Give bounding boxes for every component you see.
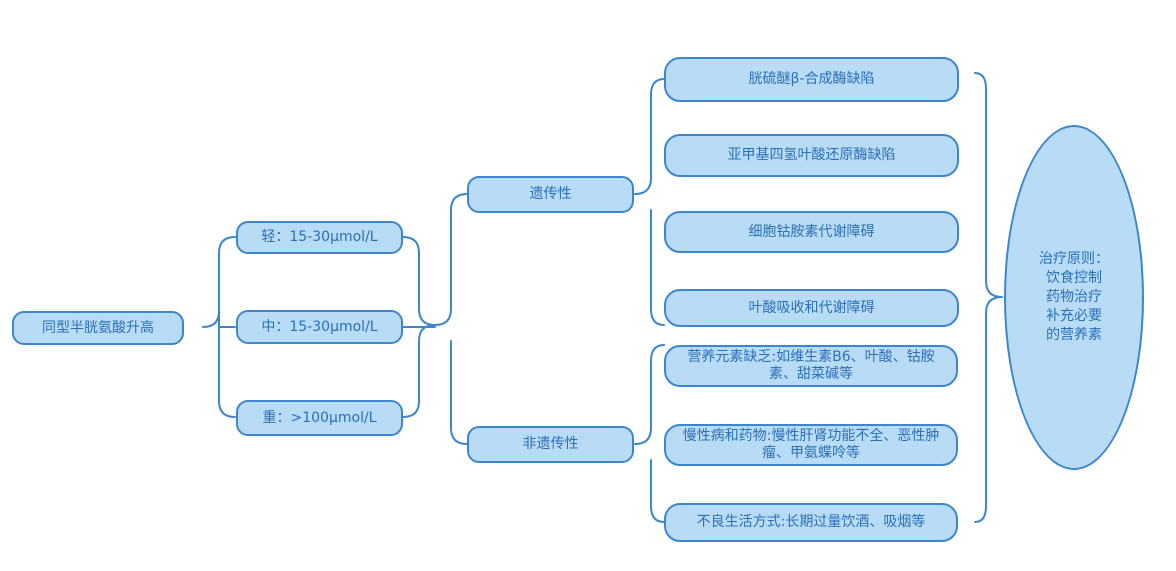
cause-label: 非遗传性 <box>522 436 579 452</box>
treatment-line: 的营养素 <box>1046 327 1102 343</box>
genetic-detail-label: 叶酸吸收和代谢障碍 <box>748 299 875 316</box>
nongenetic-detail-node[interactable]: 慢性病和药物:慢性肝肾功能不全、恶性肿瘤、甲氨蝶呤等 <box>664 424 958 466</box>
treatment-line: 治疗原则： <box>1039 251 1109 267</box>
severity-node-mild[interactable]: 轻：15-30μmol/L <box>236 221 403 254</box>
genetic-detail-node[interactable]: 胱硫醚β-合成酶缺陷 <box>664 57 959 102</box>
bracket-causes <box>434 193 468 445</box>
genetic-detail-node[interactable]: 亚甲基四氢叶酸还原酶缺陷 <box>664 134 959 177</box>
nongenetic-detail-label: 慢性病和药物:慢性肝肾功能不全、恶性肿瘤、甲氨蝶呤等 <box>682 428 940 461</box>
severity-label: 重：>100μmol/L <box>262 409 377 426</box>
genetic-detail-label: 细胞钴胺素代谢障碍 <box>748 223 875 240</box>
treatment-node[interactable]: 治疗原则： 饮食控制 药物治疗 补充必要 的营养素 <box>1004 125 1144 470</box>
bracket-genetic <box>634 78 665 326</box>
cause-node-nongenetic[interactable]: 非遗传性 <box>467 426 634 463</box>
cause-label: 遗传性 <box>529 186 572 202</box>
nongenetic-detail-node[interactable]: 营养元素缺乏:如维生素B6、叶酸、钴胺素、甜菜碱等 <box>664 345 958 387</box>
nongenetic-detail-label: 不良生活方式:长期过量饮酒、吸烟等 <box>696 514 926 530</box>
treatment-line: 补充必要 <box>1046 308 1102 324</box>
nongenetic-detail-node[interactable]: 不良生活方式:长期过量饮酒、吸烟等 <box>664 503 958 542</box>
bracket-causes-in <box>402 236 436 418</box>
genetic-detail-node[interactable]: 细胞钴胺素代谢障碍 <box>664 211 959 253</box>
severity-node-moderate[interactable]: 中：15-30μmol/L <box>236 310 403 344</box>
treatment-line: 药物治疗 <box>1046 289 1102 305</box>
bracket-severity <box>202 236 236 418</box>
bracket-treatment <box>974 72 1003 523</box>
nongenetic-detail-label: 营养元素缺乏:如维生素B6、叶酸、钴胺素、甜菜碱等 <box>687 349 935 382</box>
severity-label: 轻：15-30μmol/L <box>261 229 378 245</box>
bracket-nongenetic <box>634 344 665 523</box>
genetic-detail-node[interactable]: 叶酸吸收和代谢障碍 <box>664 289 959 327</box>
genetic-detail-label: 胱硫醚β-合成酶缺陷 <box>748 71 875 87</box>
severity-node-severe[interactable]: 重：>100μmol/L <box>236 400 403 436</box>
cause-node-genetic[interactable]: 遗传性 <box>467 176 634 213</box>
treatment-line: 饮食控制 <box>1046 270 1102 286</box>
severity-label: 中：15-30μmol/L <box>261 318 378 335</box>
root-label: 同型半胱氨酸升高 <box>42 319 154 336</box>
genetic-detail-label: 亚甲基四氢叶酸还原酶缺陷 <box>727 147 896 163</box>
root-node[interactable]: 同型半胱氨酸升高 <box>12 311 184 345</box>
